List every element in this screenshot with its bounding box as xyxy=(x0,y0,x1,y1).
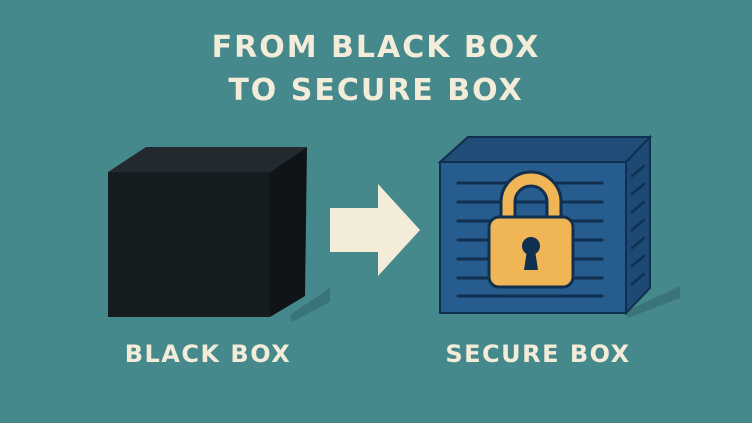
right-arrow-icon xyxy=(330,184,420,276)
black-box-label: BLACK BOX xyxy=(124,340,292,368)
title-line-1: FROM BLACK BOX xyxy=(211,30,541,65)
secure-box-shadow xyxy=(625,286,680,318)
padlock-icon xyxy=(487,170,575,289)
black-cube-icon xyxy=(108,147,307,317)
black-box-shadow xyxy=(290,288,330,322)
title-line-2: TO SECURE BOX xyxy=(228,73,524,108)
secure-box-label: SECURE BOX xyxy=(445,340,631,368)
